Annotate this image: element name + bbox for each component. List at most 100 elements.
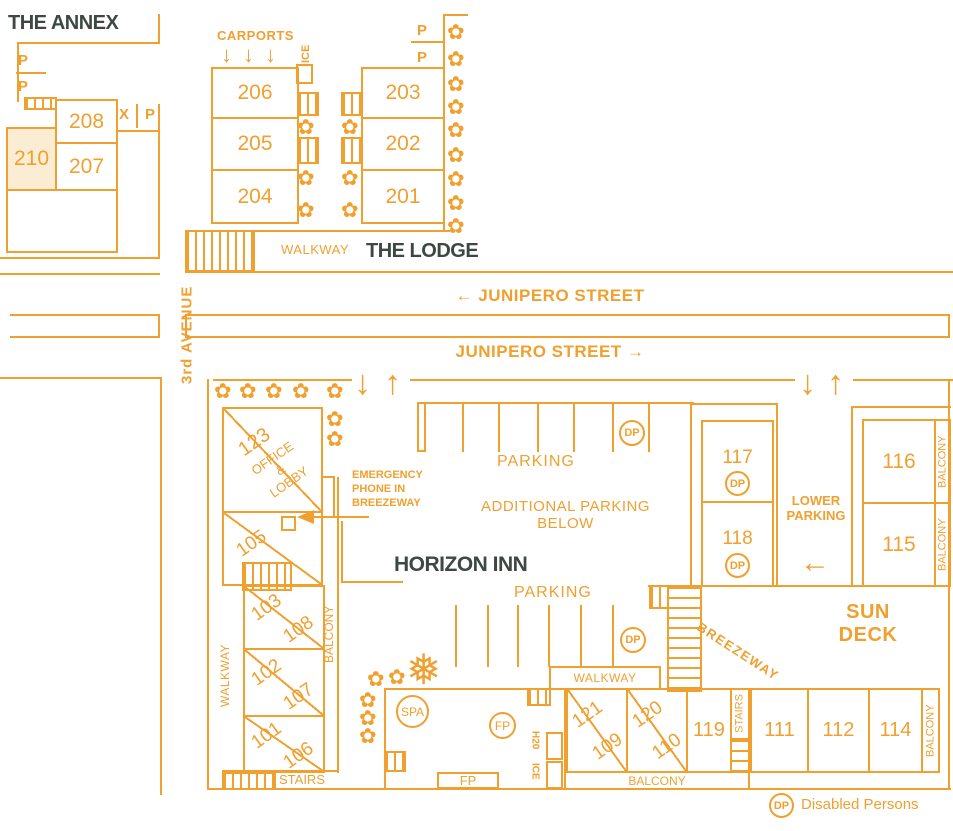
annex-line bbox=[158, 14, 160, 44]
emergency-phone-arrow bbox=[297, 510, 314, 524]
snowflake-icon: ❅ bbox=[406, 646, 442, 693]
annex-title: THE ANNEX bbox=[8, 12, 119, 34]
stairs-hatch bbox=[649, 585, 669, 609]
flower-icon: ✿ bbox=[447, 73, 465, 96]
third-avenue-curb bbox=[158, 104, 160, 259]
flower-icon: ✿ bbox=[388, 666, 406, 689]
stairs-bottom-label: STAIRS bbox=[279, 772, 325, 787]
room-203: 203 bbox=[361, 67, 445, 119]
breezeway-line bbox=[341, 581, 403, 583]
flower-icon: ✿ bbox=[447, 215, 465, 238]
street-median-line bbox=[185, 314, 950, 316]
flower-icon: ✿ bbox=[326, 408, 344, 431]
room-120: 120 bbox=[628, 696, 667, 733]
room-114: 114 bbox=[868, 688, 923, 773]
street-line bbox=[0, 377, 162, 379]
parking-mid-label: PARKING bbox=[514, 584, 592, 601]
stairs-ladder bbox=[667, 585, 702, 692]
third-avenue-curb bbox=[160, 377, 162, 795]
parking-stall-line bbox=[648, 404, 650, 452]
lower-parking-arrow-icon: ← bbox=[800, 546, 830, 579]
disabled-parking-badge: DP bbox=[620, 627, 646, 653]
room-115: 115 bbox=[862, 502, 936, 587]
walkway-line bbox=[185, 230, 450, 232]
courtyard-line bbox=[384, 688, 386, 790]
room-118-dp-badge: DP bbox=[725, 553, 750, 578]
annex-line bbox=[17, 42, 19, 102]
flower-icon: ✿ bbox=[239, 380, 257, 403]
street-median-line bbox=[948, 314, 950, 338]
stairs-hatch bbox=[730, 738, 750, 773]
junipero-north-curb bbox=[185, 271, 953, 273]
spa-steps-hatch bbox=[384, 751, 406, 772]
flower-icon: ✿ bbox=[297, 167, 315, 190]
carport-arrow-down-icon: ↓ bbox=[243, 42, 254, 67]
carports-label: CARPORTS bbox=[217, 28, 294, 43]
third-avenue-label: 3rd AVENUE bbox=[178, 286, 196, 385]
junipero-westbound-label: ← JUNIPERO STREET bbox=[455, 286, 645, 305]
ice-label: ICE bbox=[300, 44, 312, 63]
parking-stall-line bbox=[455, 605, 457, 667]
breezeway-line bbox=[322, 476, 335, 478]
ice-label: ICE bbox=[529, 763, 541, 780]
room-103: 103 bbox=[247, 589, 286, 626]
annex-steps-hatch bbox=[24, 97, 57, 110]
stairs-hatch bbox=[222, 772, 276, 790]
sun-deck-line bbox=[851, 406, 951, 408]
flower-icon: ✿ bbox=[447, 192, 465, 215]
room-204: 204 bbox=[211, 169, 299, 224]
flower-icon: ✿ bbox=[341, 199, 359, 222]
courtyard-steps-hatch bbox=[527, 688, 551, 706]
junipero-eastbound-label: JUNIPERO STREET → bbox=[455, 342, 645, 361]
room-110: 110 bbox=[648, 729, 686, 764]
room-101-106-cell: 101 106 bbox=[243, 715, 325, 773]
lodge-steps-hatch bbox=[297, 92, 319, 116]
parking-upper-label: PARKING bbox=[497, 453, 575, 470]
emergency-note: EMERGENCY PHONE IN BREEZEWAY bbox=[352, 469, 423, 510]
room-121-109-cell: 121 109 bbox=[566, 688, 628, 773]
parking-stall-line bbox=[537, 404, 539, 452]
spa-badge: SPA bbox=[396, 695, 429, 728]
parking-stall-line bbox=[580, 605, 582, 667]
street-line bbox=[0, 273, 160, 275]
balcony-line bbox=[337, 477, 339, 773]
room-115-balcony: BALCONY bbox=[934, 502, 951, 587]
balcony-left-label: BALCONY bbox=[322, 605, 337, 663]
annex-parking-p2: P bbox=[18, 78, 29, 95]
junipero-south-curb bbox=[410, 379, 795, 381]
breezeway-line bbox=[333, 476, 335, 516]
room-112: 112 bbox=[807, 688, 870, 773]
room-201: 201 bbox=[361, 169, 445, 224]
street-line bbox=[0, 257, 160, 259]
flower-icon: ✿ bbox=[447, 96, 465, 119]
flower-icon: ✿ bbox=[214, 380, 232, 403]
room-108: 108 bbox=[279, 611, 318, 648]
room-111: 111 bbox=[750, 688, 809, 773]
room-210: 210 bbox=[6, 127, 57, 191]
sun-deck-line bbox=[648, 585, 951, 587]
junipero-south-curb bbox=[853, 379, 953, 381]
annex-line bbox=[116, 130, 160, 132]
street-median-line bbox=[185, 336, 950, 338]
lodge-line bbox=[443, 14, 445, 231]
room-117: 117 bbox=[722, 447, 753, 468]
annex-building-outline bbox=[6, 189, 118, 253]
room-109: 109 bbox=[588, 728, 627, 765]
stairs-right-label: STAIRS bbox=[733, 694, 746, 734]
annex-line bbox=[16, 72, 46, 74]
room-207: 207 bbox=[55, 142, 118, 191]
parking-stall-line bbox=[612, 404, 614, 452]
h2o-label: H20 bbox=[529, 731, 541, 750]
disabled-parking-badge: DP bbox=[619, 420, 645, 446]
flower-icon: ✿ bbox=[447, 168, 465, 191]
h2o-station bbox=[546, 732, 563, 760]
walkway-mid-label: WALKWAY bbox=[549, 666, 661, 690]
room-114-balcony: BALCONY bbox=[921, 688, 940, 773]
flower-icon: ✿ bbox=[326, 428, 344, 451]
room-116: 116 bbox=[862, 419, 936, 504]
lodge-line bbox=[443, 14, 468, 16]
flower-icon: ✿ bbox=[341, 116, 359, 139]
room-107: 107 bbox=[279, 678, 318, 715]
stairs-line bbox=[222, 770, 339, 772]
